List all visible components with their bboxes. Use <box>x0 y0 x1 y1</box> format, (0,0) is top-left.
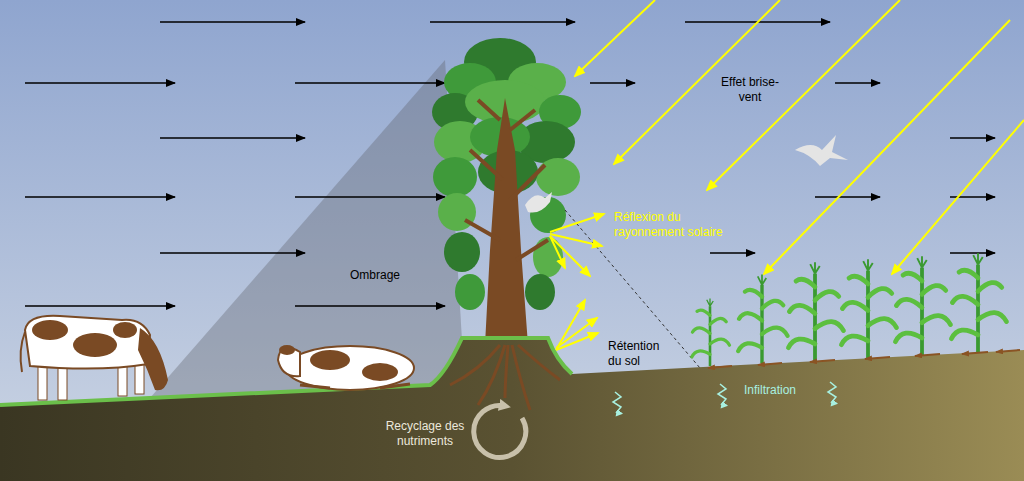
wind-arrow <box>25 82 175 84</box>
tree <box>432 38 581 345</box>
nutrient-label: Recyclage des nutriments <box>380 419 470 449</box>
erosion-arrow <box>996 350 1020 352</box>
standing-cow <box>25 316 150 369</box>
reflection-arrow <box>556 333 598 350</box>
solar-ray <box>707 0 900 190</box>
erosion-arrow <box>758 363 782 365</box>
standing-cow <box>138 328 168 390</box>
reflection-arrow <box>556 300 585 350</box>
erosion-arrow <box>810 360 835 362</box>
corn-plant <box>738 275 787 363</box>
erosion-arrow <box>915 354 940 356</box>
lying-cow <box>362 363 398 381</box>
wind-arrow <box>295 82 445 84</box>
erosion-arrow <box>708 350 1020 368</box>
solar-ray <box>575 0 1024 274</box>
tree <box>525 274 555 310</box>
standing-cow <box>73 333 117 357</box>
roots <box>478 345 505 405</box>
wind-arrow <box>430 21 575 23</box>
infiltration-arrow <box>613 382 836 413</box>
solar-ray <box>892 120 1024 274</box>
tree <box>444 232 480 272</box>
roots <box>505 345 508 398</box>
lying-cow <box>286 346 414 390</box>
wind-arrow <box>835 82 880 84</box>
tree <box>533 237 563 277</box>
solar-ray <box>575 0 655 76</box>
wind-arrow <box>160 21 305 23</box>
infiltration-arrow <box>613 392 621 413</box>
retention-label: Rétention du sol <box>608 339 668 369</box>
wind-arrow <box>590 82 635 84</box>
erosion-arrow <box>962 352 988 354</box>
reflection-arrow <box>550 236 565 268</box>
standing-cow <box>113 322 137 338</box>
corn-plant <box>788 262 843 361</box>
perched-bird <box>525 192 552 213</box>
tree <box>536 158 580 196</box>
shade-area <box>150 60 462 398</box>
infiltration-arrow <box>828 382 836 403</box>
standing-cow <box>32 320 68 340</box>
reflection-arrow <box>550 236 590 276</box>
wind-arrow <box>295 305 445 307</box>
corn-plant <box>692 253 1007 366</box>
wind-arrow <box>160 252 305 254</box>
solar-ray <box>764 20 1010 274</box>
wind-arrow <box>25 305 175 307</box>
erosion-arrow <box>708 366 732 368</box>
shade-label: Ombrage <box>350 268 420 283</box>
corn-plant <box>951 253 1006 352</box>
corn-plant <box>692 298 730 366</box>
wind-arrow <box>25 196 175 198</box>
reflection-arrow <box>556 318 597 348</box>
reflection-arrow <box>550 214 604 350</box>
roots <box>450 345 560 410</box>
standing-cow <box>21 316 168 400</box>
nutrient-cycle <box>474 405 526 457</box>
wind-arrow <box>295 196 445 198</box>
erosion-arrow <box>865 357 890 359</box>
effect-label: Effet brise- vent <box>718 75 782 105</box>
corn-plant <box>895 256 950 355</box>
wind-arrow <box>160 137 305 139</box>
wind-arrow <box>950 252 995 254</box>
corn-plant <box>841 259 896 358</box>
wind-arrow <box>950 137 995 139</box>
lying-cow <box>300 384 410 388</box>
roots <box>518 345 560 380</box>
infiltration-label: Infiltration <box>744 383 824 398</box>
tree <box>455 274 485 310</box>
lying-cow <box>310 350 350 370</box>
lying-cow <box>279 345 295 355</box>
reflection-label: Réflexion du rayonnement solaire <box>614 210 732 240</box>
tree <box>465 100 548 260</box>
reflection-arrow <box>550 214 604 232</box>
tree <box>433 157 477 197</box>
lying-cow <box>278 345 414 390</box>
infiltration-arrow <box>718 384 726 405</box>
tree <box>485 98 528 345</box>
flying-bird <box>795 135 848 166</box>
standing-cow <box>21 332 25 372</box>
wind-arrow <box>815 196 880 198</box>
wind-arrow <box>710 252 755 254</box>
